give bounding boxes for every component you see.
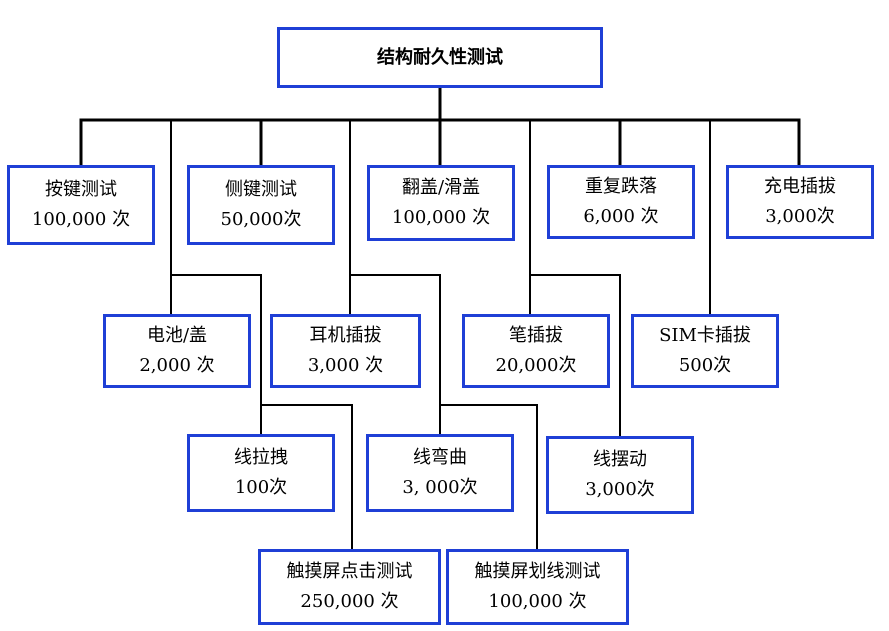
- node-count: 3,000次: [585, 479, 655, 500]
- node-name: 触摸屏点击测试: [286, 561, 413, 582]
- node-repeated-drop: 重复跌落 6,000 次: [547, 165, 695, 239]
- node-name: 笔插拔: [509, 325, 563, 346]
- node-name: 线拉拽: [234, 447, 288, 468]
- node-count: 50,000次: [220, 209, 302, 230]
- node-cable-bend: 线弯曲 3, 000次: [366, 434, 514, 512]
- node-name: 翻盖/滑盖: [401, 177, 481, 198]
- node-name: 线摆动: [593, 449, 647, 470]
- node-count: 3, 000次: [402, 477, 478, 498]
- root-label: 结构耐久性测试: [377, 46, 503, 68]
- node-name: 线弯曲: [413, 447, 467, 468]
- node-earphone-plug: 耳机插拔 3,000 次: [270, 314, 421, 388]
- node-count: 3,000次: [765, 206, 835, 227]
- node-battery-cover: 电池/盖 2,000 次: [103, 314, 251, 388]
- node-count: 100次: [234, 477, 288, 498]
- node-name: 充电插拔: [764, 176, 836, 197]
- node-count: 6,000 次: [583, 206, 659, 227]
- node-count: 2,000 次: [139, 355, 215, 376]
- node-name: 触摸屏划线测试: [474, 561, 601, 582]
- node-touch-tap: 触摸屏点击测试 250,000 次: [258, 549, 441, 625]
- node-count: 100,000 次: [391, 207, 491, 228]
- node-sim-plug: SIM卡插拔 500次: [631, 314, 779, 388]
- node-charge-plug: 充电插拔 3,000次: [726, 165, 874, 239]
- node-flip-slide: 翻盖/滑盖 100,000 次: [367, 165, 515, 241]
- node-name: 重复跌落: [585, 176, 657, 197]
- node-name: SIM卡插拔: [659, 325, 751, 346]
- node-name: 电池/盖: [146, 325, 208, 346]
- node-name: 按键测试: [45, 179, 117, 200]
- node-name: 耳机插拔: [309, 325, 382, 346]
- node-button-test: 按键测试 100,000 次: [7, 165, 155, 245]
- node-count: 100,000 次: [488, 591, 587, 612]
- node-count: 3,000 次: [307, 355, 384, 376]
- root-node: 结构耐久性测试: [277, 27, 603, 88]
- node-pen-plug: 笔插拔 20,000次: [462, 314, 610, 388]
- node-name: 侧键测试: [225, 179, 297, 200]
- node-cable-swing: 线摆动 3,000次: [546, 436, 694, 514]
- node-cable-pull: 线拉拽 100次: [187, 434, 335, 512]
- node-count: 100,000 次: [31, 209, 131, 230]
- node-side-key-test: 侧键测试 50,000次: [187, 165, 335, 245]
- node-count: 250,000 次: [300, 591, 399, 612]
- node-count: 20,000次: [495, 355, 577, 376]
- node-count: 500次: [678, 355, 732, 376]
- node-touch-line: 触摸屏划线测试 100,000 次: [446, 549, 629, 625]
